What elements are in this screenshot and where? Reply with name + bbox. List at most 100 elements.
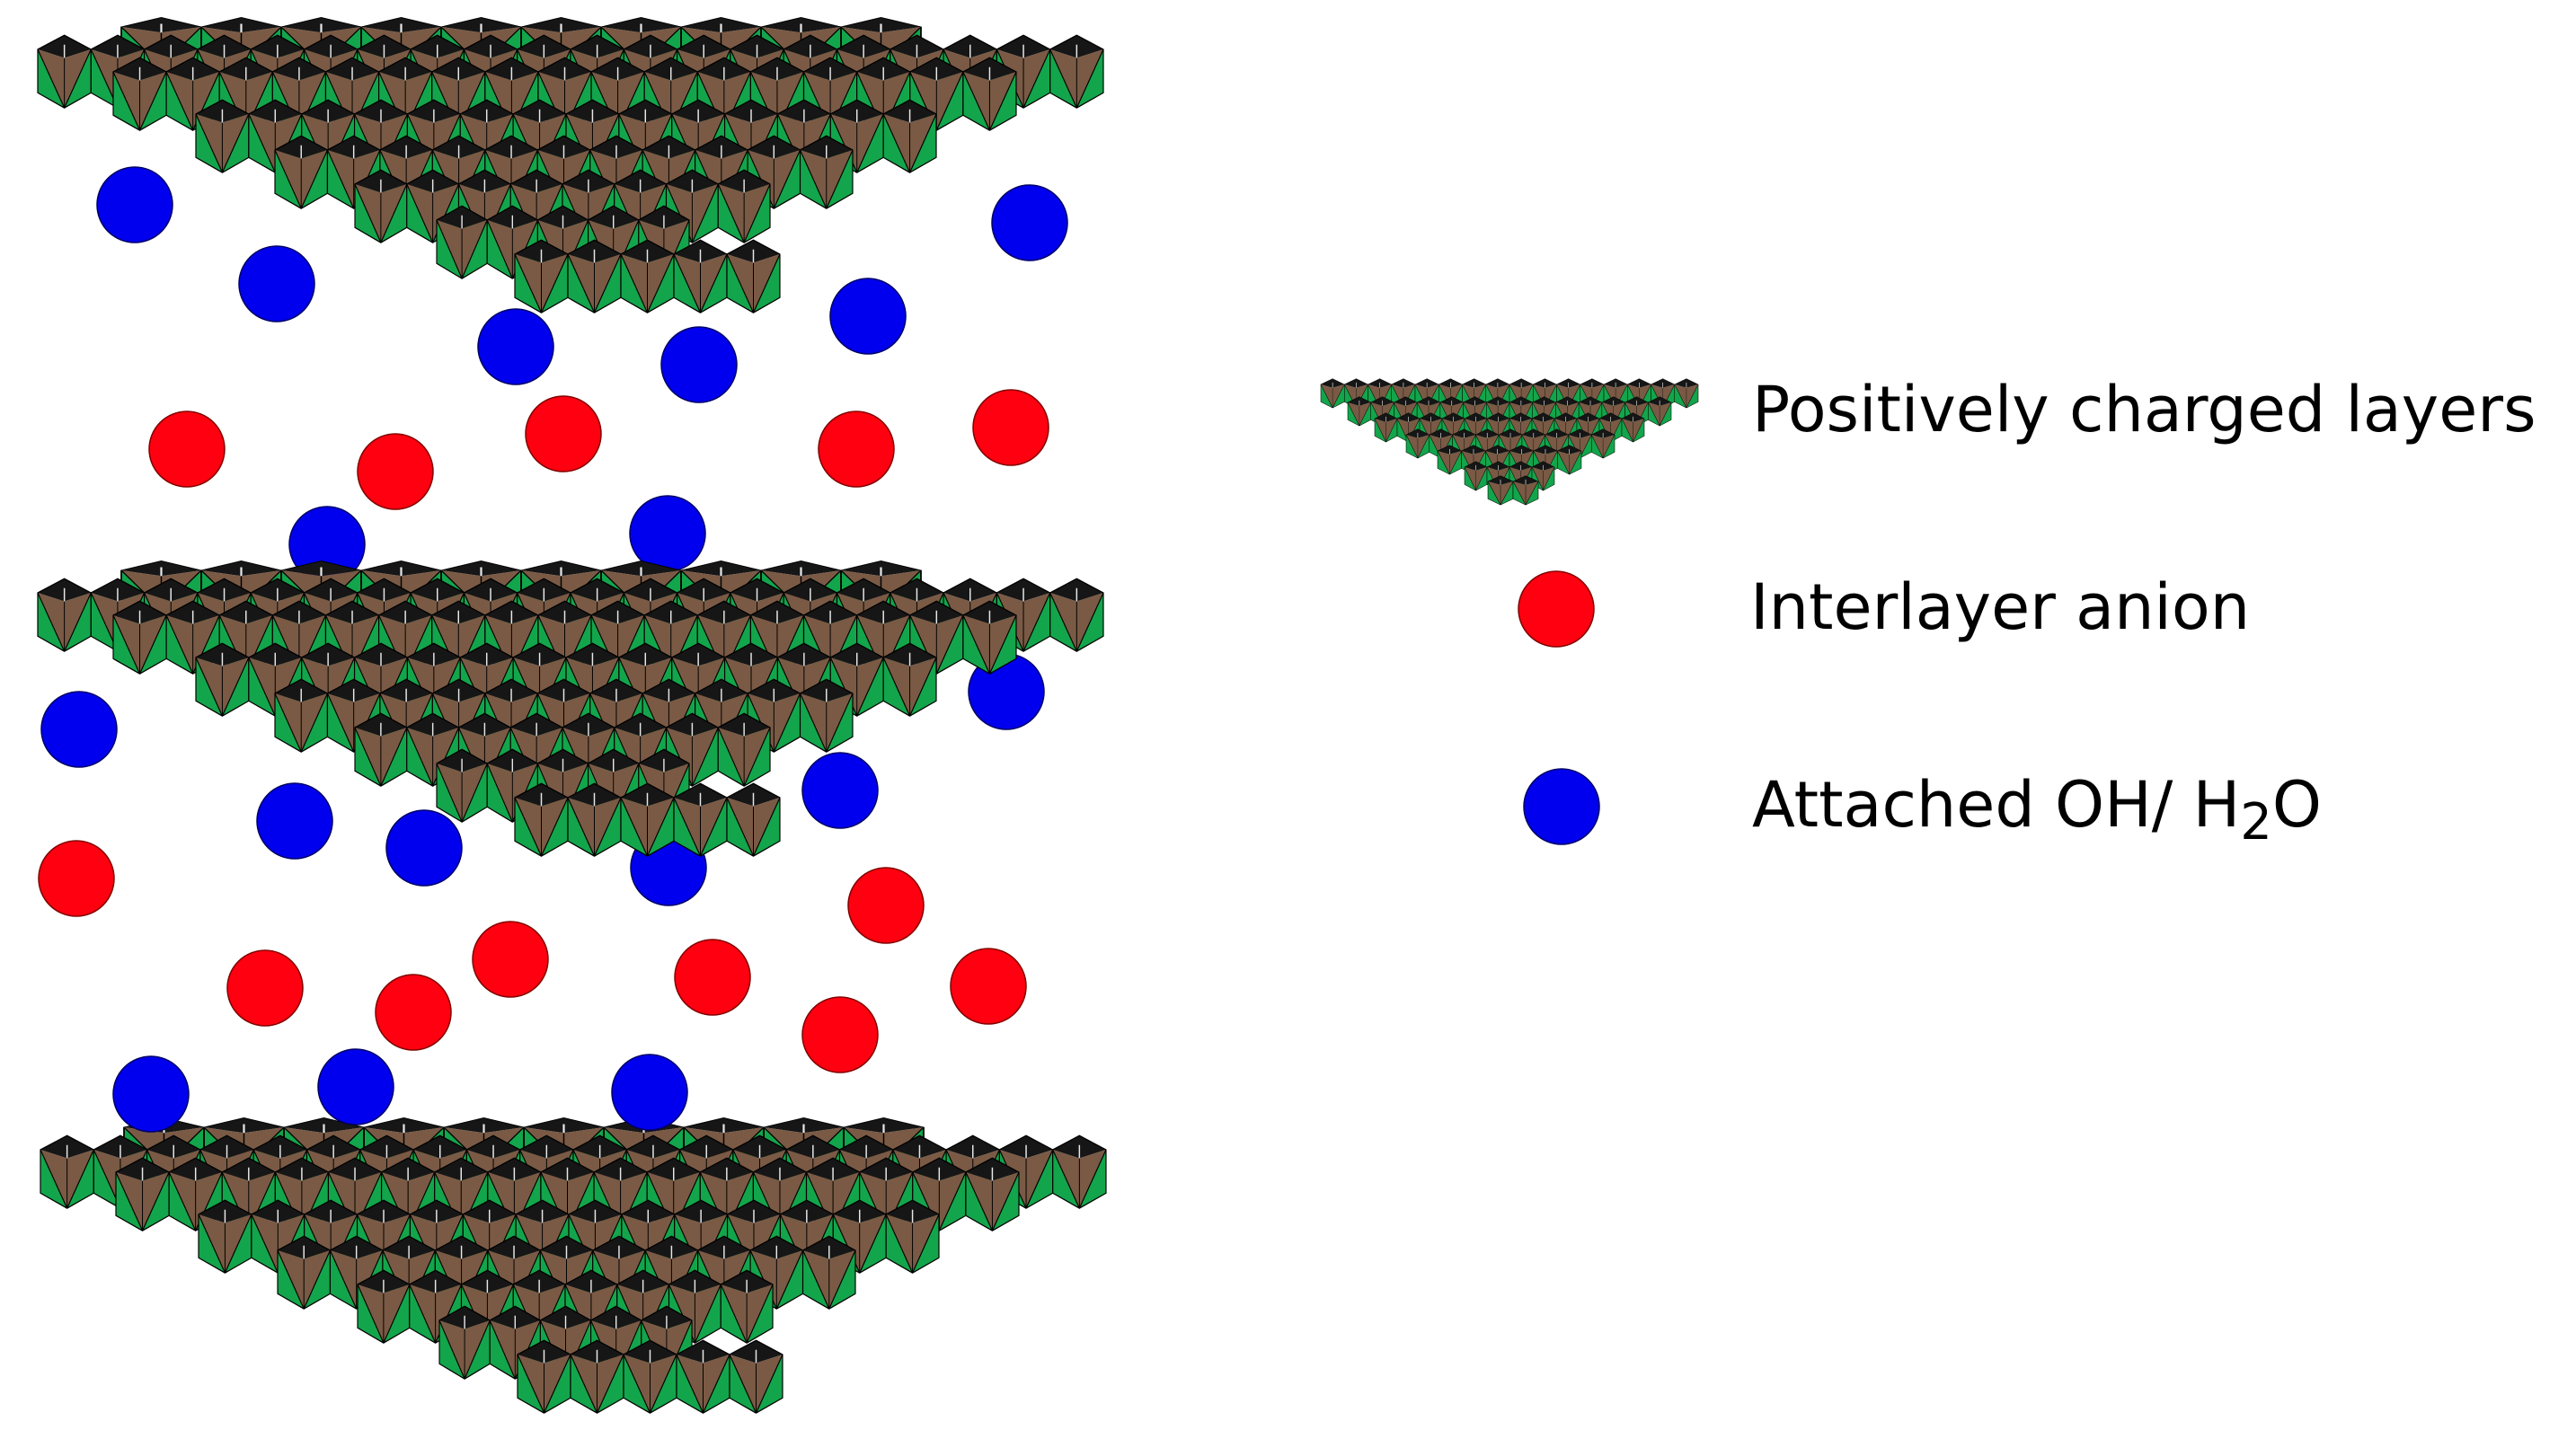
attached-oh-h2o (629, 495, 706, 572)
octahedron (799, 678, 854, 753)
octahedron (274, 678, 329, 753)
attached-oh-h2o (238, 245, 315, 322)
attached-oh-h2o (40, 691, 118, 768)
octahedron (620, 239, 675, 313)
octahedron (882, 99, 937, 173)
attached-oh-h2o (256, 782, 333, 860)
interlayer-anion (972, 389, 1049, 466)
interlayer-anion (226, 949, 304, 1027)
octahedron (1674, 378, 1699, 409)
octahedron (195, 642, 250, 717)
interlayer-anion (148, 410, 226, 488)
octahedron (729, 1339, 783, 1414)
attached-oh-h2o (829, 278, 907, 355)
octahedron (673, 239, 728, 313)
octahedron (37, 34, 93, 109)
legend-item-anion: Interlayer anion (1518, 570, 2250, 648)
octahedron (717, 712, 771, 787)
octahedron (195, 99, 250, 173)
red-sphere-icon (1518, 570, 1595, 648)
octahedron (112, 57, 167, 131)
octahedron (357, 1269, 411, 1344)
octahedron (354, 712, 408, 787)
octahedron (1051, 1134, 1107, 1209)
octahedron (274, 135, 329, 209)
octahedron (436, 205, 489, 279)
octahedron (1374, 412, 1398, 443)
octahedron (1487, 475, 1514, 506)
octahedron (277, 1235, 332, 1310)
octahedron (720, 1269, 774, 1344)
octahedron (620, 782, 675, 857)
interlayer-anion (38, 840, 115, 917)
interlayer-anion (950, 948, 1027, 1025)
octahedron (673, 782, 728, 857)
octahedron (1049, 578, 1104, 652)
octahedron (962, 600, 1017, 675)
interlayer-anion (357, 433, 434, 510)
layer-3 (40, 1117, 1107, 1414)
octahedron (198, 1199, 252, 1274)
attached-oh-h2o (317, 1048, 394, 1125)
legend-label-anion: Interlayer anion (1750, 570, 2250, 644)
interlayer-anion (847, 867, 925, 944)
attached-oh-h2o (801, 752, 879, 829)
octahedron (962, 57, 1017, 131)
octahedron (801, 1235, 856, 1310)
octahedron (1347, 396, 1372, 427)
attached-oh-h2o (112, 1055, 190, 1133)
octahedron (623, 1339, 677, 1414)
octahedron (514, 782, 569, 857)
octahedron (436, 748, 489, 823)
legend-label-hydroxyl: Attached OH/ H2O (1752, 768, 2322, 852)
octahedron (1590, 428, 1616, 459)
octahedron (965, 1157, 1020, 1231)
blue-sphere-icon (1523, 768, 1600, 845)
interlayer-anion (674, 939, 751, 1016)
legend-item-hydroxyl: Attached OH/ H2O (1523, 768, 2322, 852)
octahedron (882, 642, 937, 717)
octahedron (514, 239, 569, 313)
layer-2 (37, 560, 1104, 857)
attached-oh-h2o (385, 809, 463, 887)
octahedron (37, 578, 93, 652)
octahedron (1647, 396, 1672, 427)
octahedron (717, 169, 771, 243)
octahedron (570, 1339, 624, 1414)
interlayer-anion (375, 974, 452, 1051)
octahedron (567, 782, 622, 857)
octahedron (517, 1339, 571, 1414)
interlayer-anion (818, 410, 895, 488)
attached-oh-h2o (611, 1054, 688, 1131)
octahedron (1320, 378, 1345, 409)
octahedron (799, 135, 854, 209)
octahedron (676, 1339, 730, 1414)
octahedron (115, 1157, 170, 1231)
legend: Positively charged layers Interlayer ani… (1320, 373, 2536, 852)
octahedron (1557, 445, 1582, 475)
legend-label-layer: Positively charged layers (1752, 373, 2536, 446)
octahedron (1464, 461, 1488, 491)
octahedron (726, 782, 781, 857)
octahedron (1049, 34, 1104, 109)
interlayer-particles (38, 166, 1068, 1133)
octahedron (726, 239, 781, 313)
octahedron (567, 239, 622, 313)
octahedron (1437, 445, 1462, 475)
octahedron (885, 1199, 940, 1274)
octahedron (1512, 475, 1539, 506)
octahedral-layer-icon (1320, 378, 1699, 506)
attached-oh-h2o (991, 184, 1068, 261)
attached-oh-h2o (660, 326, 738, 403)
octahedron (354, 169, 408, 243)
interlayer-anion (801, 996, 879, 1073)
octahedron (438, 1305, 491, 1380)
interlayer-anion (525, 395, 602, 472)
octahedron (40, 1134, 95, 1209)
octahedron (112, 600, 167, 675)
attached-oh-h2o (477, 308, 554, 385)
attached-oh-h2o (96, 166, 173, 243)
layer-1 (37, 16, 1104, 313)
legend-item-layer: Positively charged layers (1320, 373, 2536, 506)
